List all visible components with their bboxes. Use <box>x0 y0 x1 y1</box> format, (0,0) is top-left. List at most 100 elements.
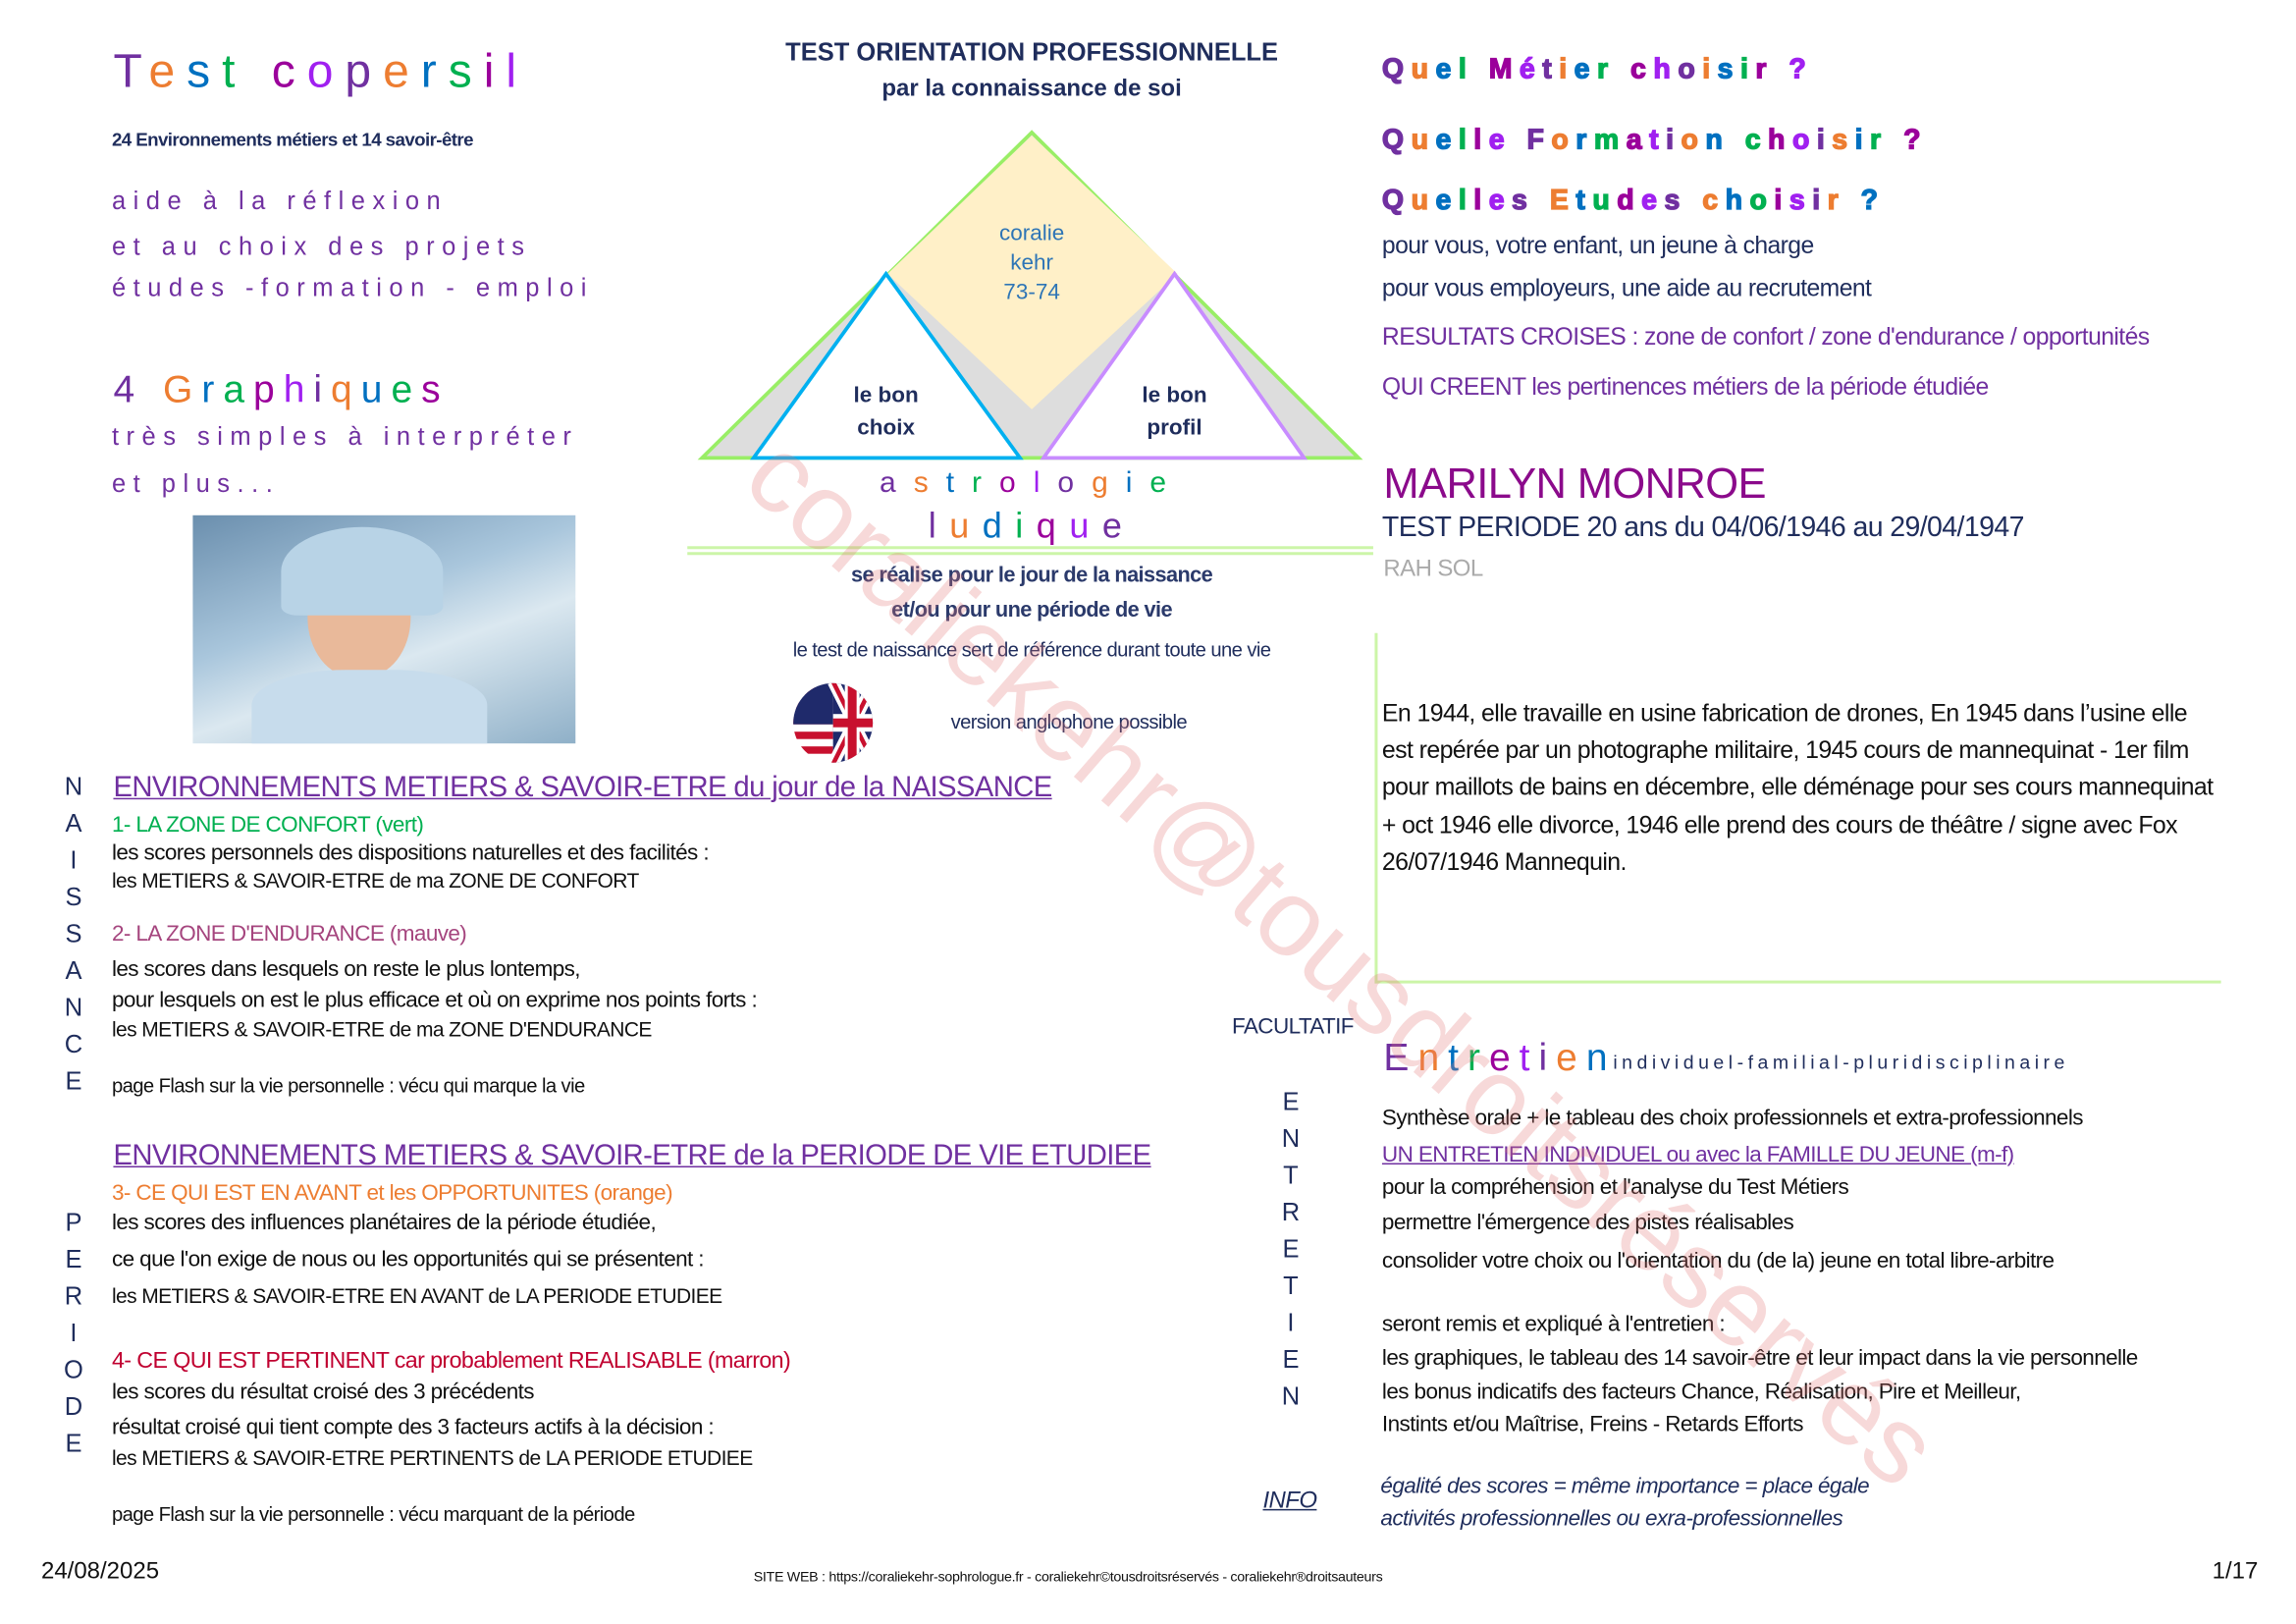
entretien-link[interactable]: UN ENTRETIEN INDIVIDUEL ou avec la FAMIL… <box>1381 1142 2014 1168</box>
vertical-letter: T <box>1283 1162 1299 1190</box>
entretien-title: Entretien <box>1383 1035 1617 1080</box>
graphs-line: très simples à interpréter <box>111 422 579 451</box>
astrologie-label: astrologie <box>880 466 1185 500</box>
right-triangle <box>1040 270 1308 460</box>
facultatif-label: FACULTATIF <box>1231 1014 1355 1040</box>
vertical-letter: E <box>65 1067 82 1096</box>
vertical-letter: R <box>1281 1198 1301 1227</box>
vertical-letter: I <box>70 1319 78 1347</box>
zone-endurance-title: 2- LA ZONE D'ENDURANCE (mauve) <box>111 921 467 947</box>
biography-text: En 1944, elle travaille en usine fabrica… <box>1381 699 2214 876</box>
us-uk-flag-icon <box>793 682 874 763</box>
vertical-letter: N <box>1281 1381 1301 1411</box>
info-line: égalité des scores = même importance = p… <box>1380 1473 1870 1499</box>
flash-note: page Flash sur la vie personnelle : vécu… <box>111 1074 585 1098</box>
divider <box>687 552 1373 556</box>
label-line: choix <box>857 414 916 441</box>
brand-title: Test copersil <box>113 43 529 97</box>
info-line: le test de naissance sert de référence d… <box>792 638 1271 662</box>
text-line: pour la compréhension et l'analyse du Te… <box>1381 1174 1849 1201</box>
ludique-label: ludique <box>928 506 1136 547</box>
entretien-subtitle: individuel-familial-pluridisciplinaire <box>1613 1051 2069 1074</box>
page-number: 1/17 <box>2212 1558 2259 1585</box>
audience-line: pour vous employeurs, une aide au recrut… <box>1381 275 1872 302</box>
vertical-letter: N <box>64 994 83 1022</box>
text-line: permettre l'émergence des pistes réalisa… <box>1381 1210 1794 1235</box>
text-line: ce que l'on exige de nous ou les opportu… <box>111 1246 705 1272</box>
zone-pertinent-title: 4- CE QUI EST PERTINENT car probablement… <box>111 1348 791 1374</box>
label-line: le bon <box>1142 382 1207 408</box>
section-heading-periode: ENVIRONNEMENTS METIERS & SAVOIR-ETRE de … <box>113 1139 1151 1172</box>
vertical-letter: P <box>65 1209 82 1237</box>
text-line: seront remis et expliqué à l'entretien : <box>1381 1311 1726 1337</box>
text-line: les METIERS & SAVOIR-ETRE PERTINENTS de … <box>111 1445 753 1470</box>
text-line: les scores dans lesquels on reste le plu… <box>111 956 581 983</box>
zone-avant-title: 3- CE QUI EST EN AVANT et les OPPORTUNIT… <box>111 1180 673 1207</box>
vertical-letter: T <box>1283 1272 1299 1300</box>
left-triangle <box>750 270 1024 460</box>
left-triangle-label: le bon choix <box>813 380 960 445</box>
info-line: et/ou pour une période de vie <box>891 599 1172 623</box>
footer-date: 24/08/2025 <box>40 1558 160 1585</box>
top-diamond <box>887 135 1178 409</box>
vertical-letter: S <box>65 920 82 948</box>
results-line: QUI CREENT les pertinences métiers de la… <box>1381 373 1989 401</box>
subject-name: MARILYN MONROE <box>1383 460 1766 509</box>
vertical-letter: O <box>64 1355 83 1384</box>
text-line: pour lesquels on est le plus efficace et… <box>111 988 758 1013</box>
intro-line: aide à la réflexion <box>111 187 449 215</box>
info-line: activités professionnelles ou exra-profe… <box>1380 1505 1843 1532</box>
text-line: Instints et/ou Maîtrise, Freins - Retard… <box>1381 1411 1804 1437</box>
intro-line: et au choix des projets <box>111 232 532 261</box>
question-etudes: Quelles Etudes choisir ? <box>1381 185 1886 217</box>
vertical-letter: A <box>65 809 82 839</box>
vertical-letter: E <box>1282 1345 1300 1374</box>
text-line: les scores du résultat croisé des 3 préc… <box>111 1379 535 1405</box>
vertical-letter: C <box>64 1030 83 1059</box>
main-title: TEST ORIENTATION PROFESSIONNELLE <box>785 37 1278 67</box>
vertical-letter: E <box>1282 1234 1300 1264</box>
vertical-letter: R <box>64 1281 83 1311</box>
pyramid-top-label: coralie kehr 73-74 <box>957 219 1107 307</box>
portrait-photo <box>192 514 576 744</box>
vertical-letter: I <box>70 846 78 875</box>
text-line: les METIERS & SAVOIR-ETRE de ma ZONE DE … <box>111 868 639 893</box>
intro-line: études -formation - emploi <box>111 273 594 302</box>
text-line: les METIERS & SAVOIR-ETRE EN AVANT de LA… <box>111 1283 722 1308</box>
pyramid-diagram <box>697 130 1363 460</box>
text-line: les METIERS & SAVOIR-ETRE de ma ZONE D'E… <box>111 1017 652 1042</box>
test-period: TEST PERIODE 20 ans du 04/06/1946 au 29/… <box>1381 512 2025 544</box>
text-line: les graphiques, le tableau des 14 savoir… <box>1381 1345 2138 1371</box>
flash-note: page Flash sur la vie personnelle : vécu… <box>111 1502 635 1526</box>
pyramid-top-line: 73-74 <box>1003 279 1060 305</box>
text-line: consolider votre choix ou l'orientation … <box>1381 1248 2055 1273</box>
text-line: les bonus indicatifs des facteurs Chance… <box>1381 1379 2021 1405</box>
question-formation: Quelle Formation choisir ? <box>1381 125 1928 156</box>
subtitle: 24 Environnements métiers et 14 savoir-ê… <box>111 129 474 150</box>
audience-line: pour vous, votre enfant, un jeune à char… <box>1381 232 1814 259</box>
pyramid-top-line: kehr <box>1010 249 1053 276</box>
right-triangle-label: le bon profil <box>1101 380 1249 445</box>
bio-box-border <box>1374 980 2221 984</box>
vertical-letter: A <box>65 956 82 986</box>
graphs-title: 4 Graphiques <box>113 366 450 411</box>
footer-site: SITE WEB : https://coraliekehr-sophrolog… <box>753 1569 1383 1586</box>
vertical-letter: E <box>65 1245 82 1273</box>
text-line: les scores des influences planétaires de… <box>111 1210 657 1235</box>
text-line: Synthèse orale + le tableau des choix pr… <box>1381 1106 2084 1131</box>
question-metier: Quel Métier choisir ? <box>1381 54 1814 85</box>
vertical-letter: E <box>65 1429 82 1458</box>
zone-confort-title: 1- LA ZONE DE CONFORT (vert) <box>111 812 424 839</box>
version-note: version anglophone possible <box>950 711 1188 733</box>
vertical-letter: N <box>1281 1124 1301 1154</box>
rah-sol: RAH SOL <box>1383 556 1483 582</box>
results-line: RESULTATS CROISES : zone de confort / zo… <box>1381 323 2150 351</box>
info-line: se réalise pour le jour de la naissance <box>851 564 1213 588</box>
info-link[interactable]: INFO <box>1262 1488 1317 1514</box>
text-line: résultat croisé qui tient compte des 3 f… <box>111 1414 715 1440</box>
bio-box-border <box>1374 632 1378 984</box>
vertical-letter: N <box>64 773 83 801</box>
